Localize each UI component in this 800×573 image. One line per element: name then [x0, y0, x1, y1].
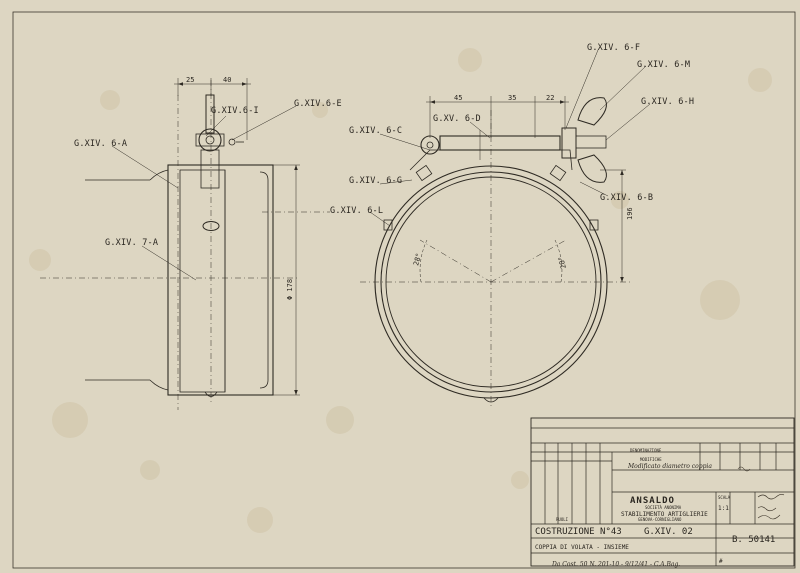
- dim-45: 45: [454, 94, 462, 102]
- side-view: [40, 78, 330, 410]
- dim-angle-right: 28°: [557, 255, 568, 269]
- tb-company: ANSALDO: [630, 496, 675, 506]
- label-xiv-6g: G.XIV. 6-G: [349, 176, 402, 186]
- dim-25: 25: [186, 76, 194, 84]
- tb-plant-sub: GENOVA-CORNIGLIANO: [638, 517, 682, 522]
- paper-stains: [29, 48, 772, 533]
- signature-marks: [737, 466, 785, 520]
- dim-22: 22: [546, 94, 554, 102]
- tb-drawing-number: B. 50141: [732, 535, 775, 545]
- tb-footer-note: Da Cost. 50 N. 201-10 - 9/12/41 - C.A.Ba…: [551, 561, 680, 568]
- tb-modifiche: MODIFICHE: [640, 457, 662, 462]
- tb-ruoli: RUOLI: [556, 517, 569, 522]
- dim-196: 196: [626, 207, 634, 220]
- tb-description: COPPIA DI VOLATA - INSIEME: [535, 544, 629, 551]
- dim-angle-left: 28°: [412, 252, 423, 266]
- tb-group: G.XIV. 02: [644, 527, 693, 537]
- dim-35: 35: [508, 94, 516, 102]
- front-view: [360, 96, 630, 408]
- tb-company-sub: SOCIETÀ ANONIMA: [645, 505, 682, 510]
- dimension-arrowheads: [178, 82, 624, 395]
- label-xiv-7a: G.XIV. 7-A: [105, 238, 158, 248]
- tb-construction: COSTRUZIONE N°43: [535, 527, 622, 537]
- label-xiv-6f: G.XIV. 6-F: [587, 43, 640, 53]
- leader-lines: [111, 49, 651, 281]
- label-xiv-6h: G.XIV. 6-H: [641, 97, 694, 107]
- tb-modification-note: Modificato diametro coppia: [627, 463, 712, 470]
- label-xiv-6c: G.XIV. 6-C: [349, 126, 402, 136]
- dim-phi-178: Φ 178: [286, 279, 294, 300]
- label-xiv-6i: G.XIV.6-I: [211, 106, 259, 116]
- label-xiv-6m: G.XIV. 6-M: [637, 60, 690, 70]
- tb-denominazione: DENOMINAZIONE: [630, 448, 662, 453]
- tb-hash: #: [719, 558, 723, 565]
- tb-scale-label: SCALA: [718, 495, 731, 500]
- dim-40: 40: [223, 76, 231, 84]
- label-xiv-6e: G.XIV.6-E: [294, 99, 342, 109]
- label-xv-6d: G.XV. 6-D: [433, 114, 481, 124]
- label-xiv-6b: G.XIV. 6-B: [600, 193, 653, 203]
- sheet-border: [12, 11, 796, 569]
- tb-scale: 1:1: [718, 505, 729, 512]
- label-xiv-6a: G.XIV. 6-A: [74, 139, 127, 149]
- label-xiv-6l: G.XIV. 6-L: [330, 206, 383, 216]
- tb-plant: STABILIMENTO ARTIGLIERIE: [621, 511, 708, 518]
- title-block-frame: [530, 417, 795, 567]
